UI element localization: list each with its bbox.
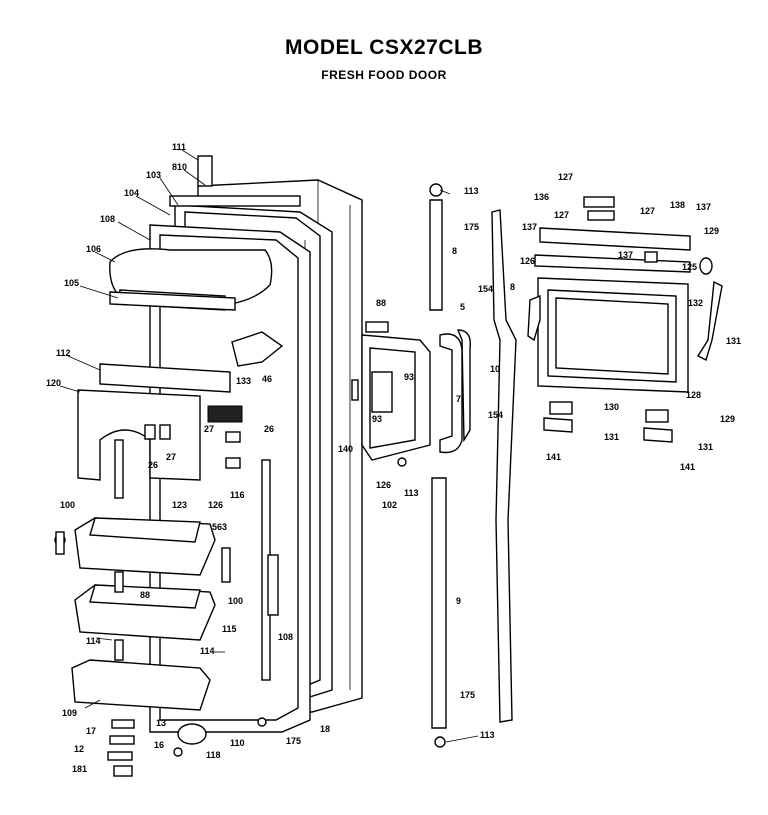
- dispenser-frame: [361, 321, 431, 467]
- callout-label-118: 118: [206, 750, 221, 760]
- callout-label-88: 88: [376, 298, 386, 308]
- callout-label-112: 112: [56, 348, 71, 358]
- callout-label-116: 116: [230, 490, 245, 500]
- callout-label-113: 113: [464, 186, 479, 196]
- callout-label-141: 141: [680, 462, 695, 472]
- callout-label-136: 136: [534, 192, 549, 202]
- callout-label-26: 26: [264, 424, 274, 434]
- callout-label-105: 105: [64, 278, 79, 288]
- callout-label-18: 18: [320, 724, 330, 734]
- callout-label-106: 106: [86, 244, 101, 254]
- callout-label-810: 810: [172, 162, 187, 172]
- callout-label-16: 16: [154, 740, 164, 750]
- callout-label-27: 27: [204, 424, 214, 434]
- callout-label-137: 137: [522, 222, 537, 232]
- callout-label-111: 111: [172, 142, 186, 152]
- shelf-bar: [99, 363, 231, 393]
- callout-label-13: 13: [156, 718, 166, 728]
- callout-label-103: 103: [146, 170, 161, 180]
- callout-label-127: 127: [554, 210, 569, 220]
- diagram-subtitle: FRESH FOOD DOOR: [321, 68, 447, 82]
- callout-label-8: 8: [452, 246, 457, 256]
- water-dispenser-module: [207, 331, 284, 423]
- callout-label-115: 115: [222, 624, 237, 634]
- handle: [439, 329, 471, 454]
- door-trim-long: [491, 209, 517, 723]
- handle-trim-upper: [429, 183, 443, 311]
- callout-label-126: 126: [520, 256, 535, 266]
- diagram-title: MODEL CSX27CLB: [285, 36, 483, 59]
- access-door-hinges: [527, 257, 723, 361]
- callout-label-563: 563: [212, 522, 227, 532]
- shelf-rails: [114, 439, 279, 681]
- callout-label-108: 108: [100, 214, 115, 224]
- callout-label-123: 123: [172, 500, 187, 510]
- callout-label-113: 113: [404, 488, 419, 498]
- callout-label-104: 104: [124, 188, 139, 198]
- callout-label-120: 120: [46, 378, 61, 388]
- callout-label-175: 175: [464, 222, 479, 232]
- ice-bin-blocks: [144, 424, 241, 469]
- callout-label-127: 127: [640, 206, 655, 216]
- cover-panel: [77, 389, 201, 481]
- callout-label-175: 175: [286, 736, 301, 746]
- callout-label-12: 12: [74, 744, 84, 754]
- small-hardware-bottom: [54, 531, 267, 777]
- hinge-blocks-bottom: [543, 401, 673, 443]
- callout-label-114: 114: [200, 646, 215, 656]
- door-shelf-upper: [74, 517, 216, 576]
- callout-label-128: 128: [686, 390, 701, 400]
- callout-label-125: 125: [682, 262, 697, 272]
- door-bracket-strip: [169, 155, 301, 207]
- callout-label-131: 131: [726, 336, 741, 346]
- callout-label-114: 114: [86, 636, 101, 646]
- callout-label-131: 131: [604, 432, 619, 442]
- callout-label-132: 132: [688, 298, 703, 308]
- callout-label-126: 126: [376, 480, 391, 490]
- handle-trim-lower: [431, 477, 447, 748]
- callout-label-154: 154: [488, 410, 503, 420]
- callout-label-102: 102: [382, 500, 397, 510]
- callout-label-7: 7: [456, 394, 461, 404]
- callout-label-100: 100: [60, 500, 75, 510]
- callout-label-8: 8: [510, 282, 515, 292]
- callout-label-26: 26: [148, 460, 158, 470]
- callout-label-141: 141: [546, 452, 561, 462]
- callout-label-9: 9: [456, 596, 461, 606]
- callout-label-110: 110: [230, 738, 245, 748]
- callout-label-129: 129: [720, 414, 735, 424]
- callout-label-175: 175: [460, 690, 475, 700]
- callout-label-100: 100: [228, 596, 243, 606]
- callout-label-93: 93: [404, 372, 414, 382]
- callout-label-17: 17: [86, 726, 96, 736]
- callout-label-154: 154: [478, 284, 493, 294]
- callout-label-133: 133: [236, 376, 251, 386]
- callout-label-130: 130: [604, 402, 619, 412]
- callout-label-181: 181: [72, 764, 87, 774]
- callout-label-10: 10: [490, 364, 500, 374]
- callout-label-113: 113: [480, 730, 495, 740]
- hinge-cover-top: [534, 196, 691, 273]
- callout-label-46: 46: [262, 374, 272, 384]
- callout-label-131: 131: [698, 442, 713, 452]
- callout-label-109: 109: [62, 708, 77, 718]
- callout-label-27: 27: [166, 452, 176, 462]
- callout-leaders: [59, 149, 479, 743]
- door-shelf-lower: [71, 659, 211, 711]
- dairy-shelf: [109, 291, 236, 311]
- access-door-frame: [537, 277, 689, 393]
- callout-label-129: 129: [704, 226, 719, 236]
- callout-label-5: 5: [460, 302, 465, 312]
- callout-label-126: 126: [208, 500, 223, 510]
- callout-label-127: 127: [558, 172, 573, 182]
- callout-label-93: 93: [372, 414, 382, 424]
- callout-label-137: 137: [618, 250, 633, 260]
- callout-label-140: 140: [338, 444, 353, 454]
- callout-label-88: 88: [140, 590, 150, 600]
- callout-label-137: 137: [696, 202, 711, 212]
- callout-label-108: 108: [278, 632, 293, 642]
- callout-label-138: 138: [670, 200, 685, 210]
